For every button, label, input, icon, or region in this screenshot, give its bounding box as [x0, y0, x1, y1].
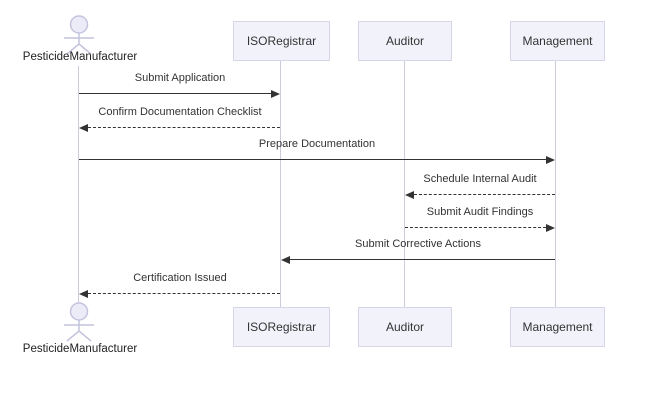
- participant-box-auditor-bottom: Auditor: [358, 307, 452, 347]
- participant-box-management-bottom: Management: [510, 307, 605, 347]
- message-label: Confirm Documentation Checklist: [98, 106, 262, 118]
- message-line: [79, 93, 271, 94]
- message-line: [88, 127, 280, 128]
- arrowhead-right-icon: [271, 90, 280, 98]
- message-label: Submit Application: [134, 72, 226, 84]
- participant-box-management-top: Management: [510, 21, 605, 61]
- message-line: [290, 259, 555, 260]
- lifeline-auditor: [404, 61, 405, 307]
- arrowhead-right-icon: [546, 156, 555, 164]
- message-line: [405, 227, 546, 228]
- participant-box-iso-registrar-top: ISORegistrar: [233, 21, 330, 61]
- person-icon: [64, 15, 94, 55]
- lifeline-pesticide-manufacturer: [78, 66, 79, 303]
- actor-label-pesticide-manufacturer-top: PesticideManufacturer: [22, 51, 138, 63]
- arrowhead-left-icon: [79, 124, 88, 132]
- arrowhead-right-icon: [546, 224, 555, 232]
- person-icon: [64, 302, 94, 342]
- arrowhead-left-icon: [405, 191, 414, 199]
- lifeline-management: [555, 61, 556, 307]
- message-line: [79, 159, 546, 160]
- arrowhead-left-icon: [79, 290, 88, 298]
- participant-label: ISORegistrar: [246, 320, 317, 334]
- message-label: Submit Corrective Actions: [355, 238, 481, 250]
- participant-box-iso-registrar-bottom: ISORegistrar: [233, 307, 330, 347]
- participant-label: Management: [522, 320, 593, 334]
- message-label: Schedule Internal Audit: [423, 173, 537, 185]
- message-label: Prepare Documentation: [258, 138, 376, 150]
- arrowhead-left-icon: [281, 256, 290, 264]
- participant-label: ISORegistrar: [246, 34, 317, 48]
- participant-label: Auditor: [385, 320, 425, 334]
- participant-label: Auditor: [385, 34, 425, 48]
- message-line: [414, 194, 555, 195]
- participant-label: Management: [522, 34, 593, 48]
- participant-box-auditor-top: Auditor: [358, 21, 452, 61]
- message-line: [88, 293, 280, 294]
- actor-label-pesticide-manufacturer-bottom: PesticideManufacturer: [22, 343, 138, 355]
- message-label: Submit Audit Findings: [426, 206, 534, 218]
- message-label: Certification Issued: [133, 272, 227, 284]
- lifeline-iso-registrar: [280, 61, 281, 307]
